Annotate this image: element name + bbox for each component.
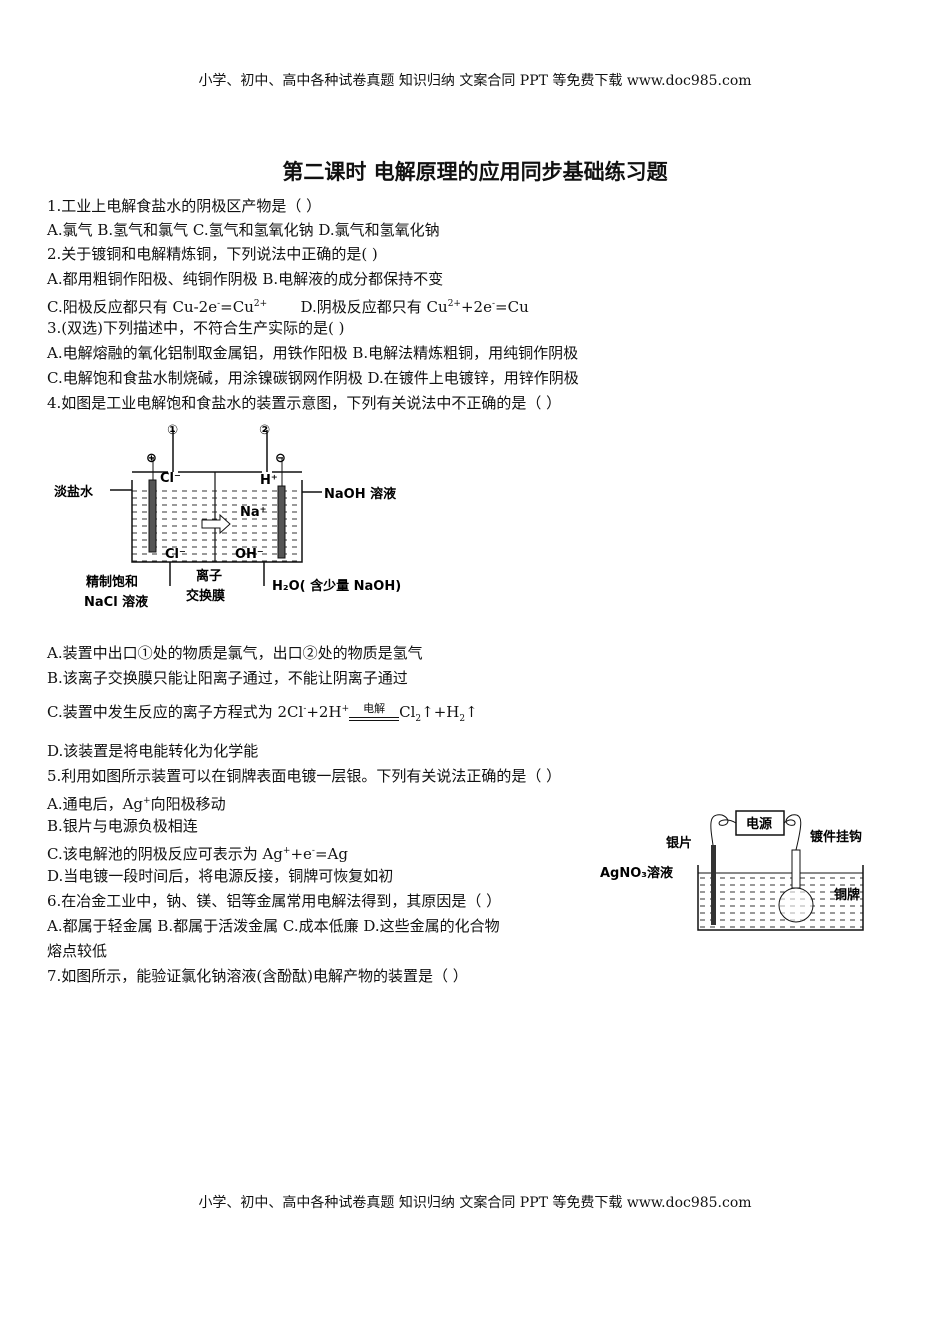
q1-options: A.氯气 B.氢气和氯气 C.氢气和氢氧化钠 D.氯气和氢氧化钠	[47, 221, 440, 239]
q4-option-d: D.该装置是将电能转化为化学能	[47, 742, 259, 760]
electrolysis-cell-diagram: ① ② ⊕ ⊖ Cl⁻ H⁺ Na⁺ Cl⁻ OH⁻ 淡盐水 NaOH 溶液 精…	[54, 423, 401, 610]
right-inlet-label: H₂O( 含少量 NaOH)	[272, 578, 401, 594]
q4-option-b: B.该离子交换膜只能让阳离子通过，不能让阴离子通过	[47, 669, 408, 687]
q3-options-cd: C.电解饱和食盐水制烧碱，用涂镍碳钢网作阴极 D.在镀件上电镀锌，用锌作阴极	[47, 369, 579, 387]
page-title: 第二课时 电解原理的应用同步基础练习题	[282, 159, 668, 184]
ion-na: Na⁺	[240, 505, 267, 520]
power-source-label: 电源	[746, 816, 772, 832]
ion-oh: OH⁻	[235, 547, 264, 562]
question-4: 4.如图是工业电解饱和食盐水的装置示意图，下列有关说法中不正确的是（ ）	[47, 394, 562, 412]
ion-h: H⁺	[260, 473, 278, 488]
electroplating-diagram: 电源 银片 镀件挂钩 AgNO₃溶液 铜牌	[600, 810, 864, 931]
question-3: 3.(双选)下列描述中，不符合生产实际的是( )	[47, 319, 345, 337]
ion-cl-top: Cl⁻	[160, 471, 181, 486]
q4-option-a: A.装置中出口①处的物质是氯气，出口②处的物质是氢气	[47, 644, 423, 662]
q6-options: A.都属于轻金属 B.都属于活泼金属 C.成本低廉 D.这些金属的化合物	[47, 917, 500, 935]
q5-option-a: A.通电后，Ag+向阳极移动	[47, 795, 226, 813]
copper-plate-label: 铜牌	[833, 887, 860, 903]
membrane-label-2: 交换膜	[186, 588, 225, 604]
q5-option-b: B.银片与电源负极相连	[47, 817, 198, 835]
solution-label: AgNO₃溶液	[600, 865, 673, 881]
page-footer: 小学、初中、高中各种试卷真题 知识归纳 文案合同 PPT 等免费下载 www.d…	[198, 1195, 752, 1211]
cathode-sign: ⊖	[275, 451, 286, 466]
q5-option-d: D.当电镀一段时间后，将电源反接，铜牌可恢复如初	[47, 867, 394, 885]
right-outlet-label: NaOH 溶液	[324, 486, 396, 502]
electrolysis-condition: 电解	[349, 700, 400, 721]
question-2: 2.关于镀铜和电解精炼铜，下列说法中正确的是( )	[47, 245, 378, 263]
page-header: 小学、初中、高中各种试卷真题 知识归纳 文案合同 PPT 等免费下载 www.d…	[198, 73, 752, 89]
silver-plate-label: 银片	[666, 835, 692, 851]
q2-options-cd: C.阳极反应都只有 Cu-2e-=Cu2+ D.阴极反应都只有 Cu2++2e-…	[47, 298, 529, 316]
q5-option-c: C.该电解池的阴极反应可表示为 Ag++e-=Ag	[47, 845, 348, 863]
question-5: 5.利用如图所示装置可以在铜牌表面电镀一层银。下列有关说法正确的是（ ）	[47, 767, 562, 785]
left-inlet-label-1: 精制饱和	[86, 574, 138, 590]
q6-options-cont: 熔点较低	[47, 942, 108, 960]
question-6: 6.在冶金工业中，钠、镁、铝等金属常用电解法得到，其原因是（ ）	[47, 892, 502, 910]
membrane-label-1: 离子	[196, 568, 222, 584]
anode-sign: ⊕	[146, 451, 157, 466]
outlet-2-label: ②	[259, 423, 270, 438]
q2-options-ab: A.都用粗铜作阳极、纯铜作阴极 B.电解液的成分都保持不变	[47, 270, 444, 288]
hook-label: 镀件挂钩	[810, 829, 862, 845]
question-7: 7.如图所示，能验证氯化钠溶液(含酚酞)电解产物的装置是（ ）	[47, 967, 468, 985]
outlet-1-label: ①	[167, 423, 178, 438]
question-1: 1.工业上电解食盐水的阴极区产物是（ ）	[47, 197, 322, 215]
ion-cl-bottom: Cl⁻	[165, 547, 186, 562]
q3-options-ab: A.电解熔融的氧化铝制取金属铝，用铁作阳极 B.电解法精炼粗铜，用纯铜作阴极	[47, 344, 579, 362]
left-inlet-label-2: NaCl 溶液	[84, 594, 148, 610]
left-outlet-label: 淡盐水	[54, 484, 94, 500]
